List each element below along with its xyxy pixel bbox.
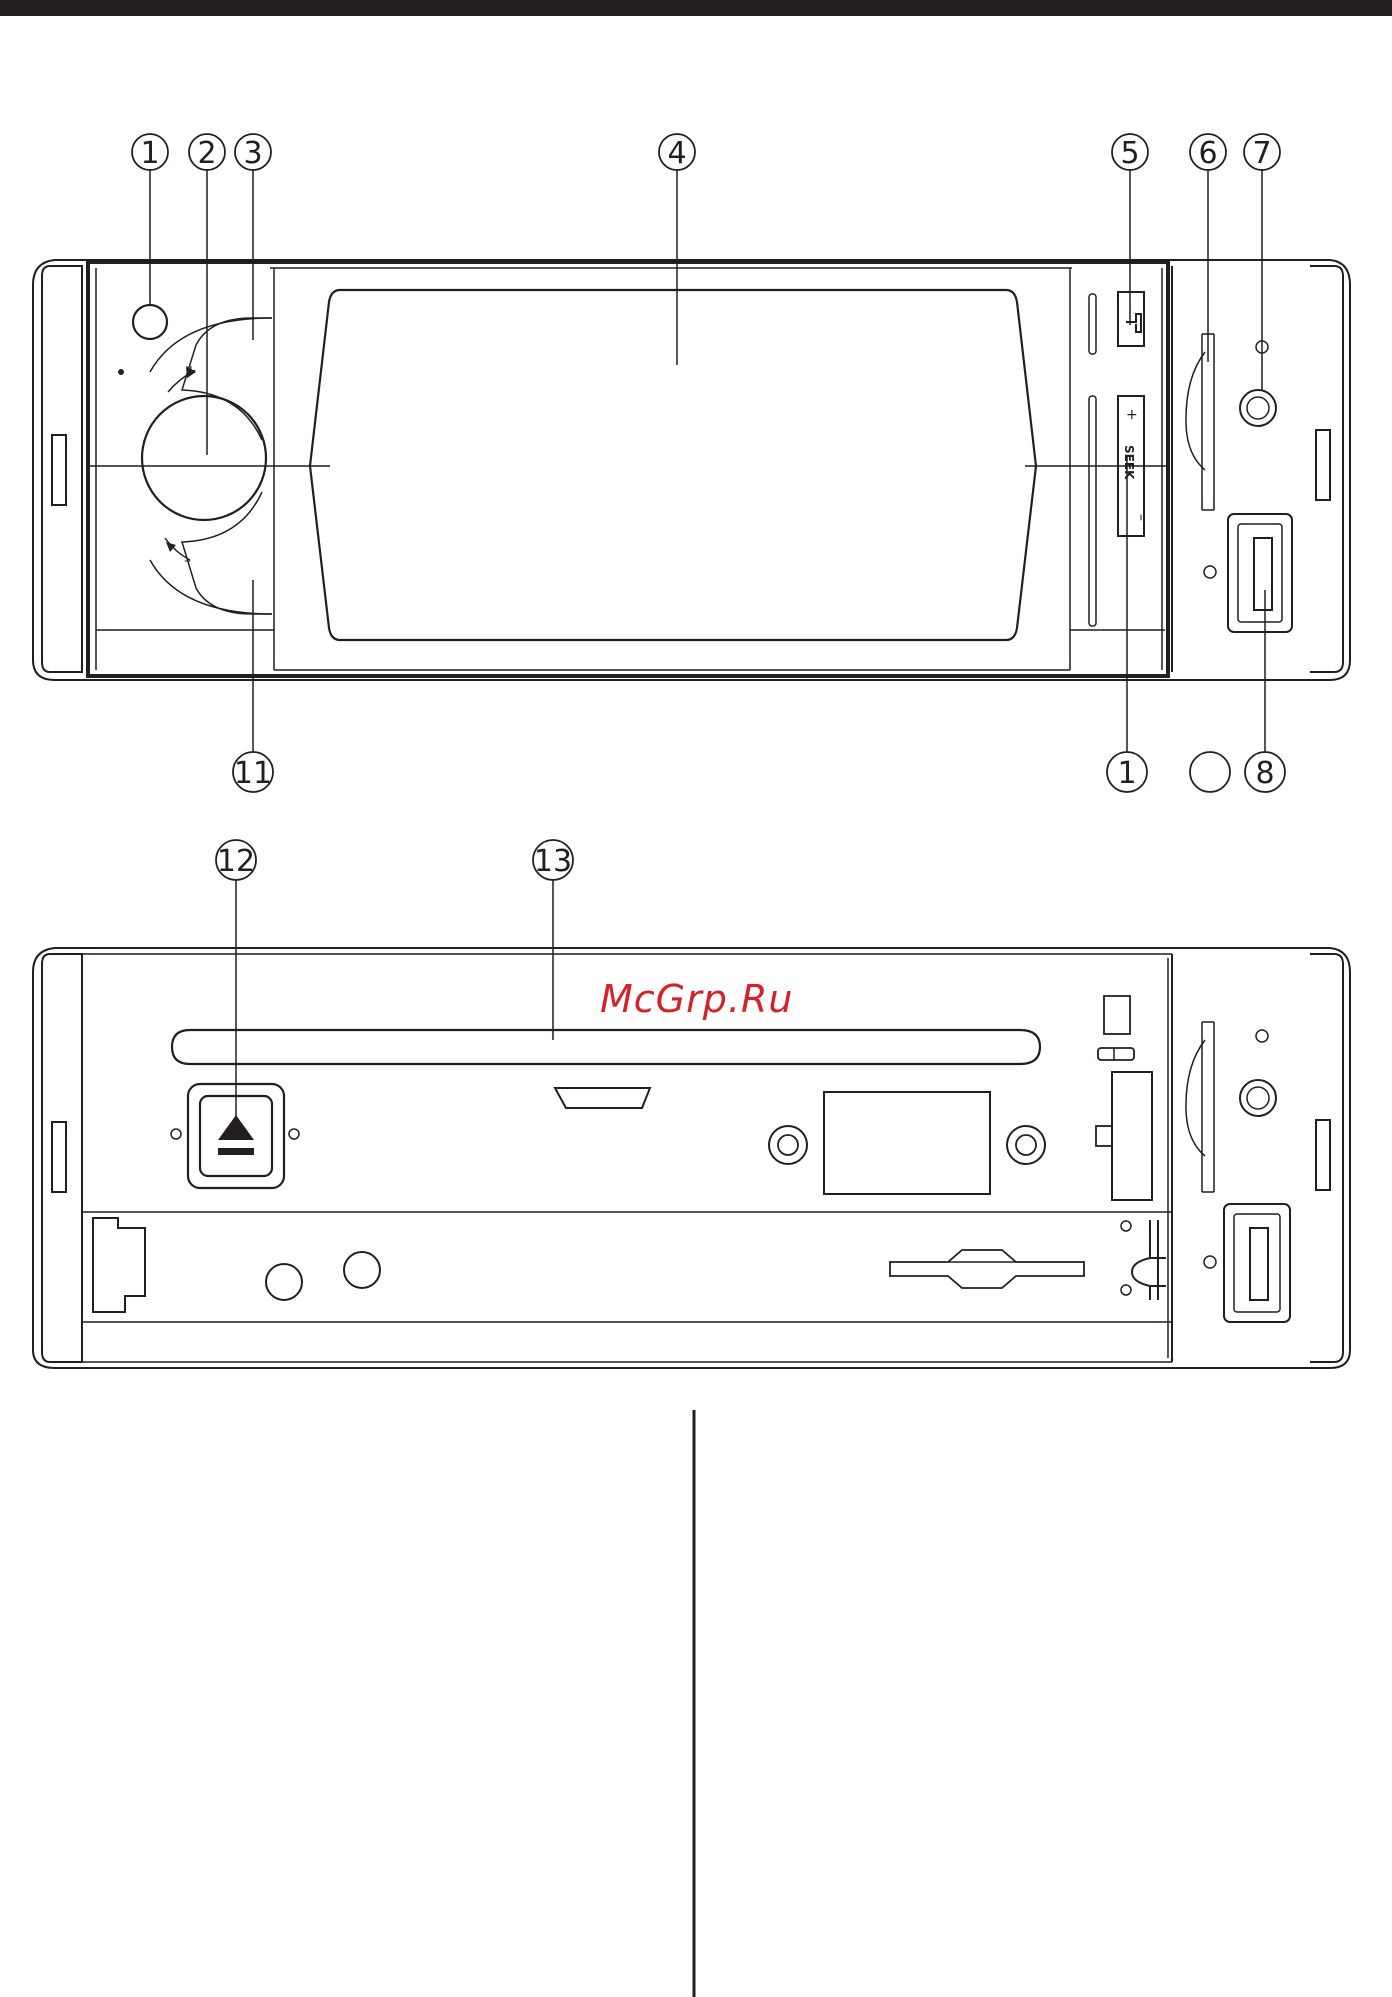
- callout-7: 7: [1252, 136, 1271, 171]
- callout-12: 12: [217, 844, 255, 879]
- seek-label: SEEK: [1122, 445, 1136, 480]
- callouts-bottom: [216, 840, 573, 880]
- callout-1: 1: [140, 136, 159, 171]
- watermark: McGrp.Ru: [600, 977, 793, 1021]
- volume-plus-label: +: [185, 363, 197, 379]
- volume-minus-label: –: [184, 553, 191, 569]
- callout-leaders-bottom: [236, 880, 553, 1118]
- disc-slot: [172, 1030, 1040, 1064]
- callout-8: 8: [1255, 756, 1274, 791]
- seek-minus-label: –: [1133, 514, 1149, 521]
- callout-blank: [1190, 752, 1230, 792]
- callout-2: 2: [197, 136, 216, 171]
- callout-13: 13: [534, 844, 572, 879]
- front-panel: [33, 260, 1350, 680]
- callout-11: 11: [234, 756, 272, 791]
- callout-6: 6: [1198, 136, 1217, 171]
- callout-5: 5: [1120, 136, 1139, 171]
- callout-1-bottom: 1: [1117, 756, 1136, 791]
- callout-3: 3: [243, 136, 262, 171]
- callout-4: 4: [667, 136, 686, 171]
- mic-hole: [1204, 566, 1216, 578]
- seek-plus-label: +: [1126, 407, 1138, 423]
- aux-jack[interactable]: [1240, 390, 1276, 426]
